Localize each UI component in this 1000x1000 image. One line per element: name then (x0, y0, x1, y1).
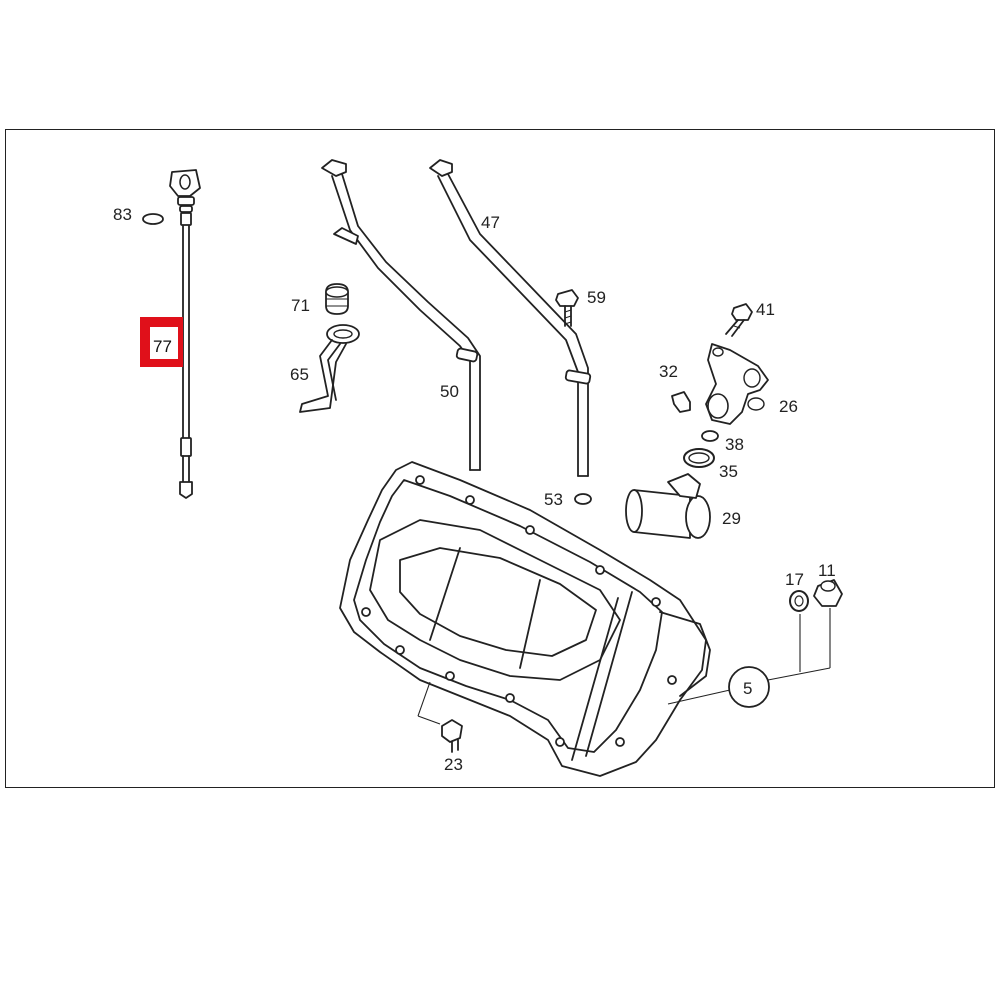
bolt-59[interactable] (555, 289, 579, 327)
label-5: 5 (743, 679, 752, 698)
thermostat-29[interactable] (625, 473, 711, 539)
label-17: 17 (785, 570, 804, 589)
callout-circle-5 (728, 666, 770, 708)
leader-23b (417, 715, 441, 725)
label-41: 41 (756, 300, 775, 319)
bolt-41[interactable] (725, 303, 753, 337)
label-71: 71 (291, 296, 310, 315)
leader-5-pan (667, 689, 731, 705)
label-38: 38 (725, 435, 744, 454)
label-26: 26 (779, 397, 798, 416)
grommet-71[interactable] (325, 283, 349, 315)
bracket-65[interactable] (299, 324, 360, 413)
seal-35[interactable] (683, 448, 715, 468)
label-11: 11 (818, 561, 836, 580)
washer-53[interactable] (574, 493, 592, 505)
leader-5-right (767, 667, 831, 681)
leader-23 (417, 681, 431, 717)
label-53: 53 (544, 490, 563, 509)
guide-tube-47[interactable] (429, 159, 592, 477)
label-65: 65 (290, 365, 309, 384)
oil-pan-5[interactable] (339, 461, 711, 777)
label-23: 23 (444, 755, 463, 774)
label-50: 50 (440, 382, 459, 401)
oring-38[interactable] (701, 430, 719, 442)
highlight-inner-77 (150, 327, 178, 359)
sensor-32[interactable] (671, 391, 691, 413)
label-47: 47 (481, 213, 500, 232)
label-35: 35 (719, 462, 738, 481)
dipstick-part[interactable] (169, 169, 201, 499)
label-77: 77 (153, 337, 172, 356)
bolt-23[interactable] (441, 719, 463, 753)
housing-26[interactable] (705, 343, 769, 425)
washer-83[interactable] (142, 213, 164, 225)
label-29: 29 (722, 509, 741, 528)
label-83: 83 (113, 205, 132, 224)
label-32: 32 (659, 362, 678, 381)
guide-tube-50[interactable] (321, 159, 481, 471)
drain-plug-11[interactable] (813, 579, 843, 607)
washer-17[interactable] (789, 590, 809, 612)
label-59: 59 (587, 288, 606, 307)
